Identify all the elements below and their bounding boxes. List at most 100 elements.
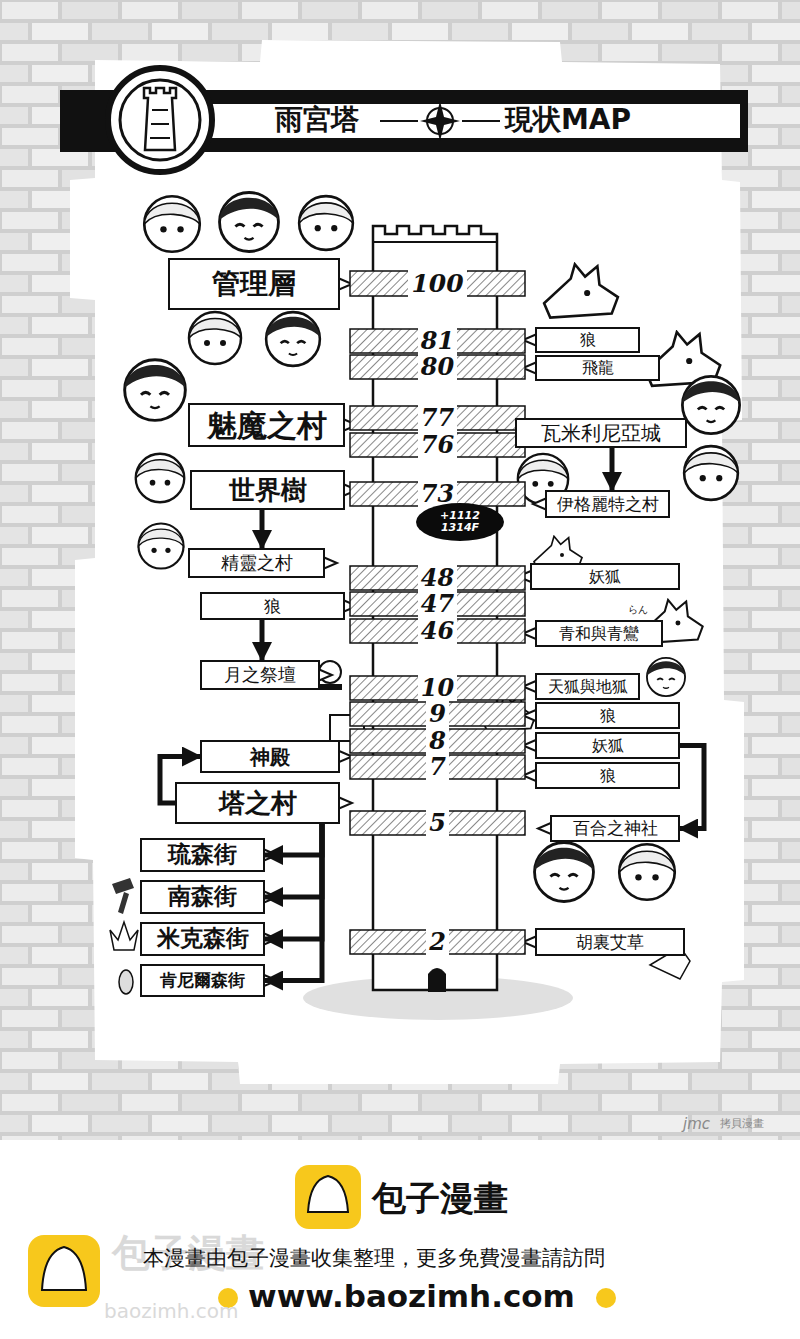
place-box: 南森街 bbox=[140, 880, 265, 914]
title-strip-line bbox=[200, 138, 740, 142]
title-strip-line bbox=[200, 100, 740, 104]
place-box: 狼 bbox=[535, 762, 680, 789]
floor-band: 9 bbox=[350, 701, 525, 727]
floor-band: 5 bbox=[350, 810, 525, 836]
floor-band: 10 bbox=[350, 675, 525, 701]
place-box: 天狐與地狐 bbox=[535, 673, 640, 700]
place-name: 塔之村 bbox=[219, 789, 297, 818]
emblem bbox=[108, 68, 212, 172]
floor-band: 80 bbox=[350, 354, 525, 380]
place-name: 狼 bbox=[264, 597, 281, 616]
map-label: らん bbox=[628, 604, 648, 615]
place-box: 琉森街 bbox=[140, 838, 265, 872]
place-name: 管理層 bbox=[212, 269, 296, 300]
place-name: 青和與青鸞 bbox=[559, 625, 639, 643]
tower-door bbox=[428, 968, 446, 992]
watermark-text: www.baozimh.com bbox=[248, 1279, 575, 1313]
place-box: 精靈之村 bbox=[188, 548, 325, 578]
floor-band: 73 bbox=[350, 481, 525, 507]
watermark-text: 本漫畫由包子漫畫收集整理，更多免費漫畫請訪問 bbox=[143, 1247, 605, 1270]
floor-number: 77 bbox=[418, 405, 457, 431]
floor-band: 7 bbox=[350, 754, 525, 780]
place-box: 月之祭壇 bbox=[200, 660, 320, 690]
place-box: 世界樹 bbox=[190, 470, 345, 510]
floor-number: 5 bbox=[426, 810, 449, 836]
bubble-tail bbox=[323, 557, 337, 569]
place-name: 天狐與地狐 bbox=[548, 678, 628, 696]
place-box: 狼 bbox=[200, 592, 345, 620]
floor-number: 100 bbox=[408, 270, 466, 298]
floor-number: 9 bbox=[426, 701, 449, 727]
arrow-connector bbox=[265, 824, 322, 897]
app-icon bbox=[295, 1165, 361, 1229]
wall-hole bbox=[70, 40, 744, 1084]
place-box: 妖狐 bbox=[530, 563, 680, 590]
character-heads bbox=[125, 193, 740, 979]
place-box: 神殿 bbox=[200, 740, 340, 773]
place-name: 伊格麗特之村 bbox=[557, 495, 659, 514]
place-box: 米克森街 bbox=[140, 922, 265, 956]
arrow-connector bbox=[610, 448, 615, 490]
place-name: 妖狐 bbox=[592, 737, 624, 755]
hammer-icon bbox=[112, 878, 134, 914]
place-name: 精靈之村 bbox=[221, 553, 293, 573]
arrow-connector bbox=[260, 510, 265, 548]
floor-band: 48 bbox=[350, 565, 525, 591]
floor-number: 80 bbox=[418, 354, 457, 380]
place-name: 飛龍 bbox=[582, 359, 614, 377]
arrow-connector bbox=[265, 824, 322, 939]
arrow-connector bbox=[260, 620, 265, 660]
place-box: 管理層 bbox=[168, 258, 340, 310]
place-box: 肯尼爾森街 bbox=[140, 964, 265, 997]
watermark-text: 拷貝漫畫 bbox=[720, 1118, 764, 1130]
watermark-text: 包子漫畫 bbox=[372, 1180, 508, 1217]
floor-band: 100 bbox=[350, 270, 525, 297]
place-name: 月之祭壇 bbox=[224, 665, 296, 685]
floor-number: 8 bbox=[426, 728, 449, 754]
place-name: 瓦米利尼亞城 bbox=[541, 422, 661, 444]
place-box: 塔之村 bbox=[175, 782, 340, 824]
app-icon-large bbox=[28, 1235, 100, 1307]
floor-band: 2 bbox=[350, 929, 525, 955]
floor-number: 2 bbox=[426, 929, 449, 955]
floor-number: 10 bbox=[418, 675, 457, 701]
emblem-ring bbox=[120, 80, 200, 160]
place-name: 世界樹 bbox=[229, 476, 307, 505]
floor-number: 48 bbox=[418, 565, 457, 591]
arrow-connector bbox=[265, 824, 322, 855]
map-title: 雨宮塔 bbox=[275, 105, 359, 136]
watermark-text: baozimh.com bbox=[104, 1300, 238, 1322]
arrow-connector bbox=[680, 746, 704, 829]
place-name: 狼 bbox=[600, 707, 616, 725]
place-box: 狼 bbox=[535, 327, 640, 353]
bubble-tail bbox=[338, 797, 352, 809]
place-name: 魅魔之村 bbox=[207, 409, 327, 442]
pointer-icon bbox=[596, 1288, 616, 1308]
floor-number: 76 bbox=[418, 432, 457, 458]
crystal-icon bbox=[110, 922, 138, 950]
place-name: 百合之神社 bbox=[573, 819, 658, 838]
place-box: 妖狐 bbox=[535, 732, 680, 759]
place-box: 百合之神社 bbox=[550, 815, 680, 842]
brick-wall bbox=[0, 0, 800, 1140]
floor-blob: +1112 1314F bbox=[416, 503, 504, 541]
bubble-tail bbox=[318, 669, 332, 681]
place-name: 狼 bbox=[600, 767, 616, 785]
place-name: 妖狐 bbox=[589, 568, 621, 586]
place-box: 伊格麗特之村 bbox=[545, 490, 670, 518]
emblem-tower bbox=[144, 88, 176, 150]
place-box: 狼 bbox=[535, 702, 680, 729]
ad-panel bbox=[0, 1140, 800, 1339]
place-name: 胡裏艾草 bbox=[576, 933, 644, 952]
watermark-text: jmc bbox=[683, 1116, 710, 1133]
floor-band: 77 bbox=[350, 405, 525, 431]
place-name: +1112 1314F bbox=[438, 510, 482, 534]
floor-band: 8 bbox=[350, 728, 525, 754]
floor-number: 46 bbox=[418, 618, 457, 644]
map-label: 現状MAP bbox=[505, 105, 631, 136]
place-name: 琉森街 bbox=[168, 842, 237, 867]
place-name: 米克森街 bbox=[157, 926, 249, 951]
floor-band: 81 bbox=[350, 328, 525, 354]
